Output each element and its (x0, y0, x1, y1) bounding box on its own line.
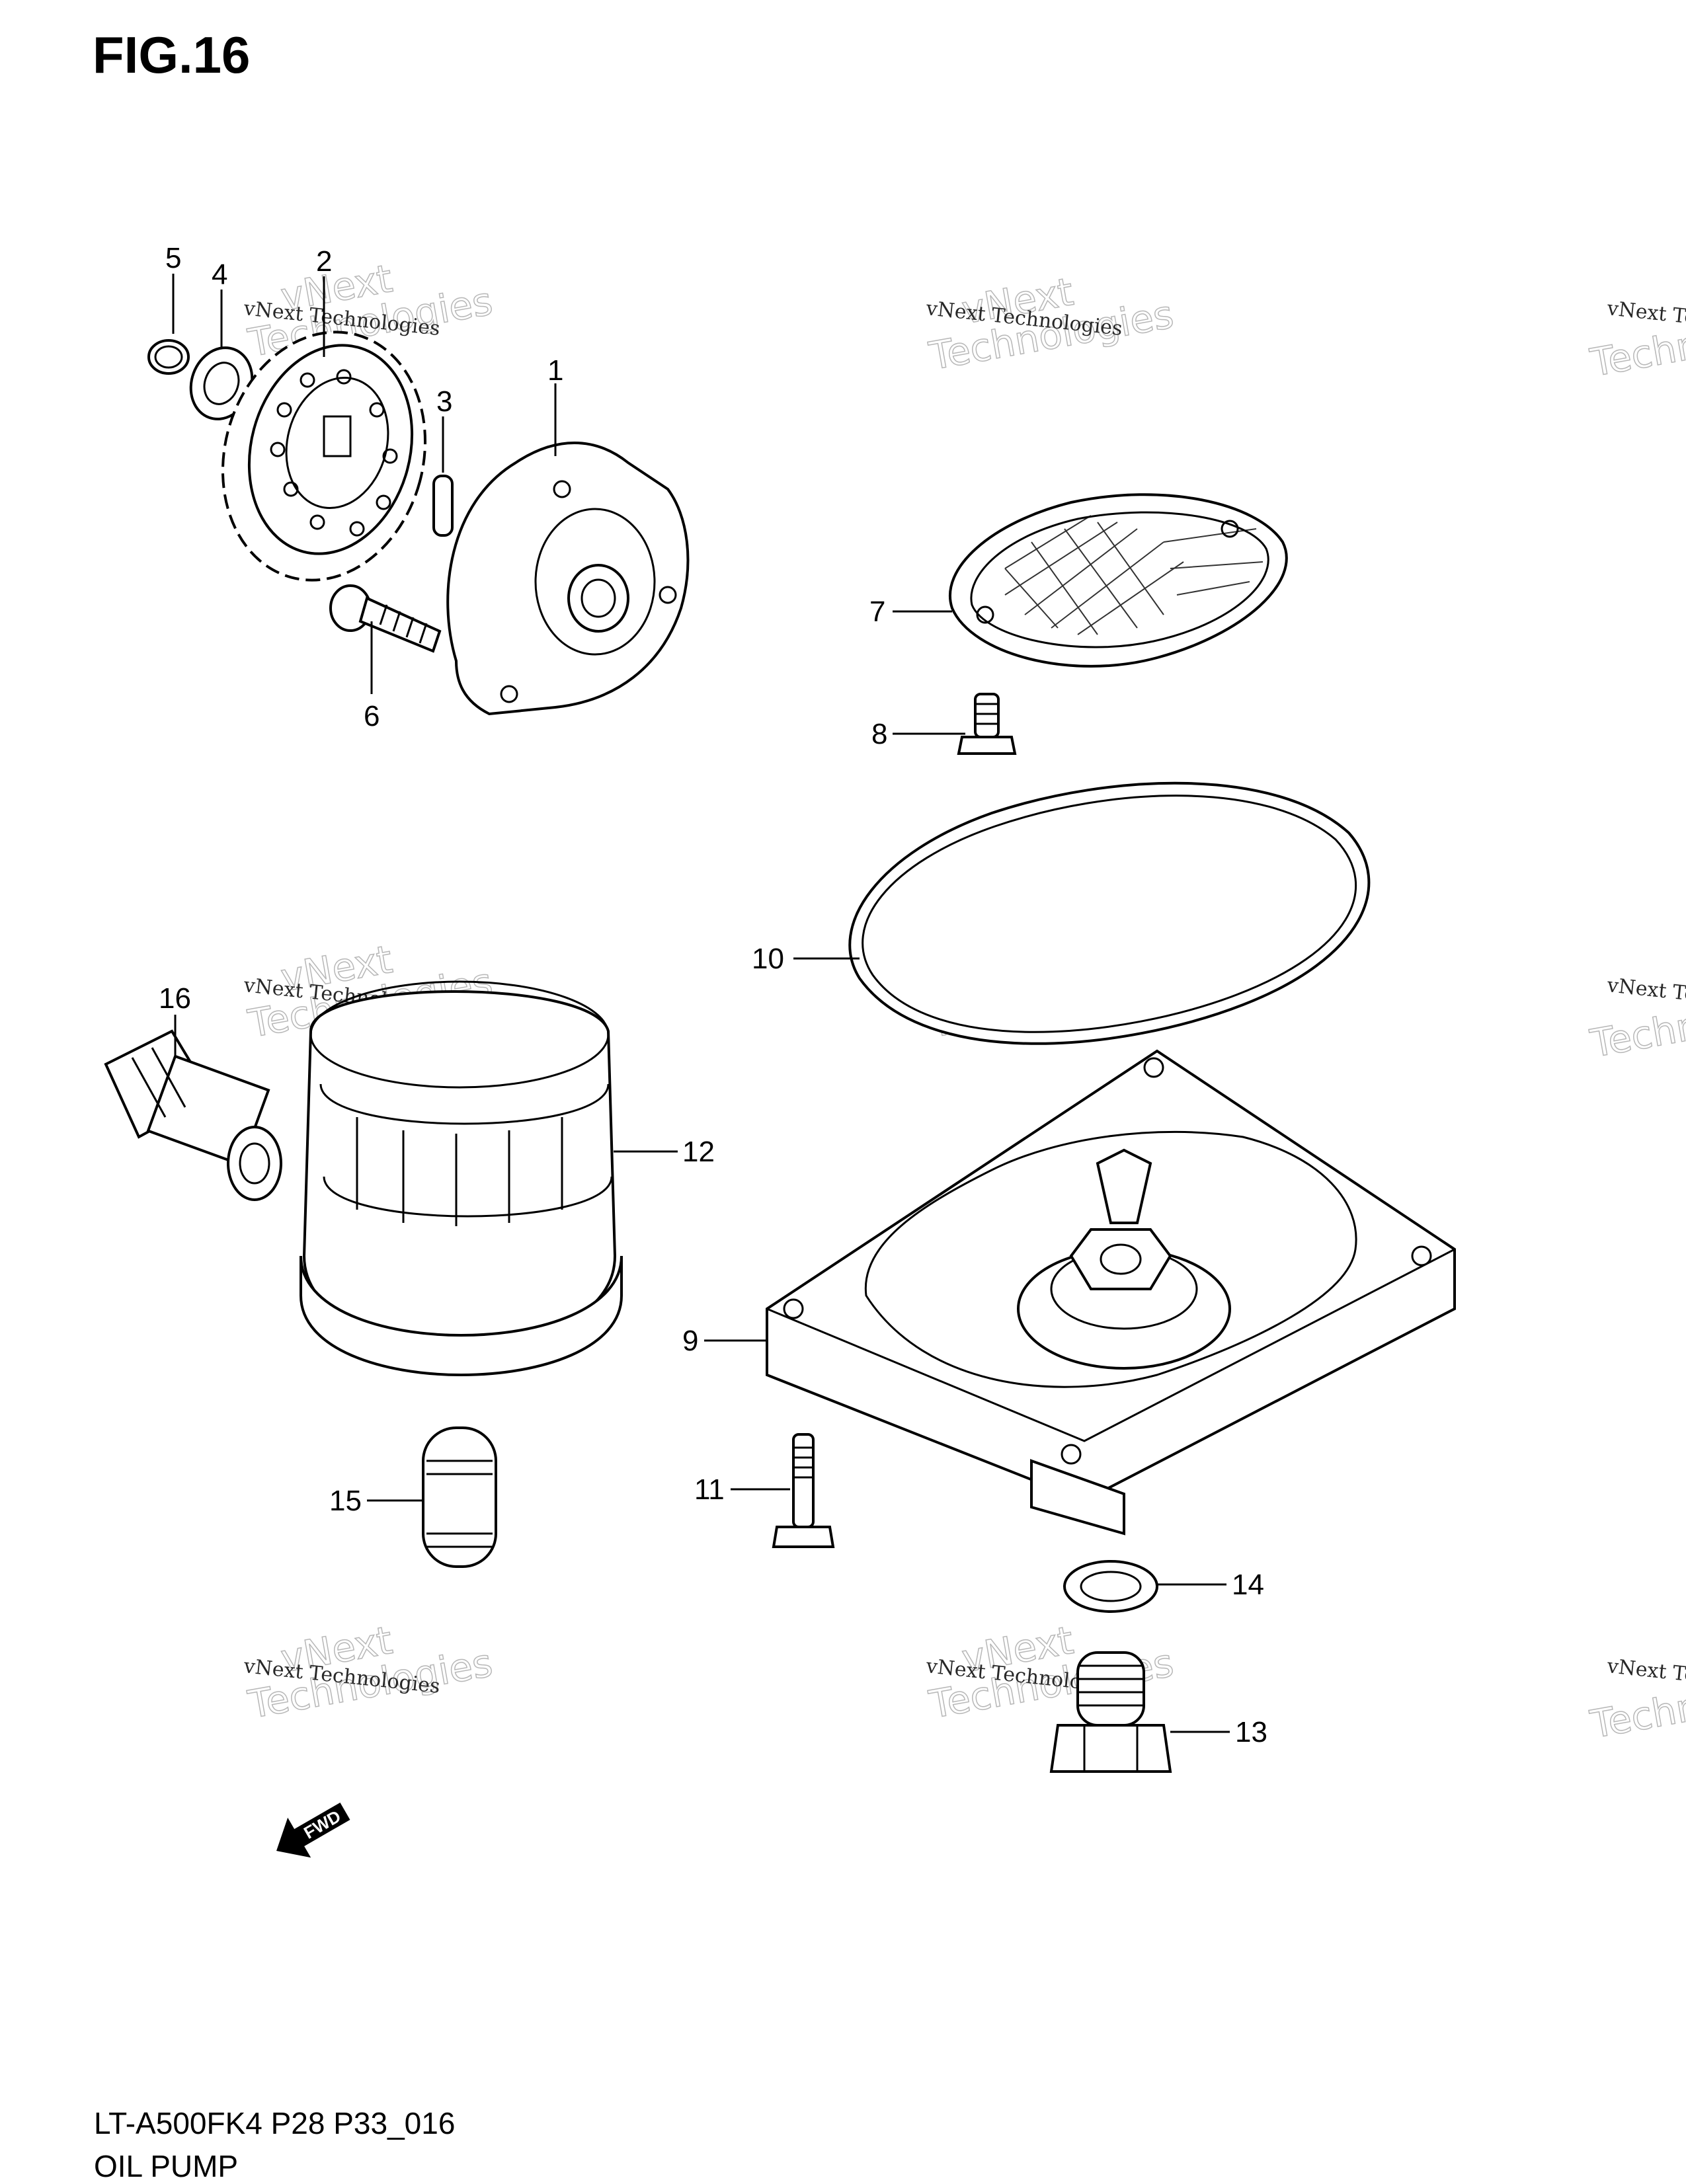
callout-9: 9 (682, 1325, 698, 1357)
fwd-arrow: FWD (276, 1803, 350, 1858)
oil-pump-body-part (446, 442, 690, 716)
callout-7: 7 (869, 596, 885, 628)
callout-15: 15 (329, 1485, 362, 1517)
callout-10: 10 (752, 943, 784, 975)
figure-title: FIG.16 (93, 26, 251, 84)
oil-pan-part (766, 1049, 1456, 1536)
callout-12: 12 (682, 1136, 715, 1168)
circlip-part (147, 339, 190, 375)
driven-gear-part (221, 331, 427, 582)
callout-6: 6 (364, 700, 380, 732)
callout-5: 5 (165, 242, 181, 274)
oil-pressure-switch-part (104, 1029, 282, 1201)
oil-pan-bolt-part (772, 1433, 835, 1548)
oil-pan-gasket-part (848, 781, 1371, 1045)
callout-3: 3 (436, 385, 452, 418)
diagram-code: LT-A500FK4 P28 P33_016 (94, 2106, 456, 2140)
oil-strainer-part (948, 493, 1288, 668)
callout-14: 14 (1232, 1569, 1264, 1601)
callout-8: 8 (871, 718, 887, 750)
callout-1: 1 (547, 354, 563, 387)
drain-gasket-part (1063, 1560, 1158, 1613)
callout-16: 16 (159, 982, 191, 1015)
strainer-bolt-part (957, 693, 1017, 755)
leader-lines (172, 274, 1230, 1733)
dowel-part (422, 1426, 497, 1568)
callout-13: 13 (1235, 1716, 1267, 1748)
screw-part (329, 584, 442, 653)
drain-plug-part (1049, 1651, 1172, 1773)
oil-filter-part (300, 980, 623, 1376)
callout-labels: 5 4 2 3 1 6 7 8 9 10 11 12 13 14 15 16 (159, 242, 1267, 1748)
callout-4: 4 (212, 258, 227, 291)
pin-part (432, 475, 454, 537)
callout-2: 2 (316, 245, 332, 278)
diagram-name: OIL PUMP (94, 2149, 239, 2183)
callout-11: 11 (694, 1473, 725, 1506)
